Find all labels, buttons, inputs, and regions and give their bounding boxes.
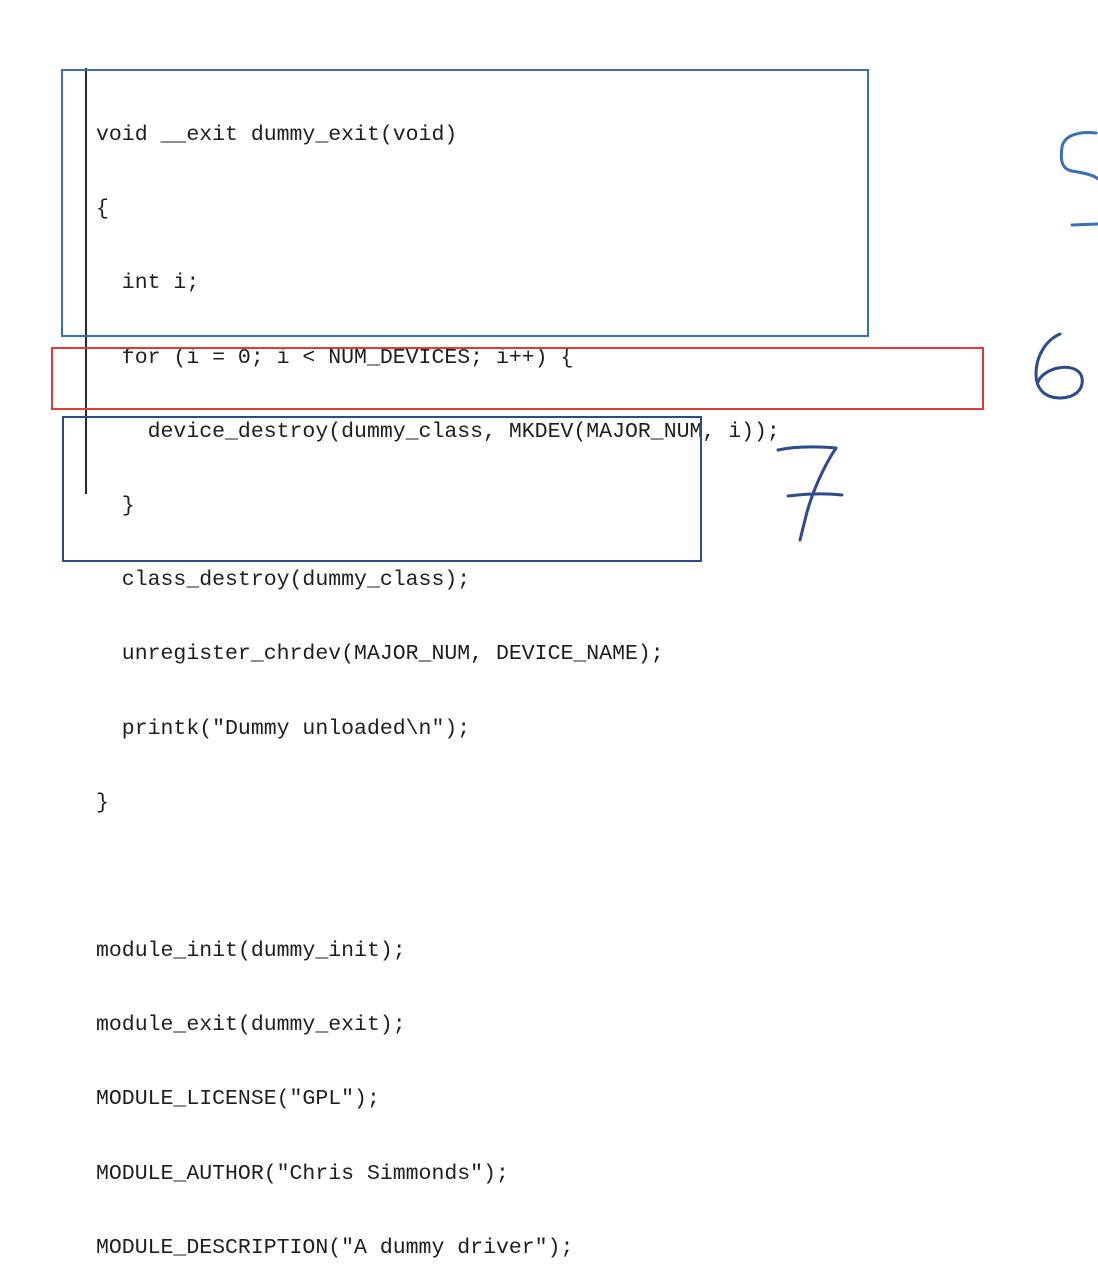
section-6-highlight-box [51,347,984,410]
code-line: printk("Dummy unloaded\n"); [96,716,471,741]
code-left-margin-line [85,68,87,494]
code-line: MODULE_LICENSE("GPL"); [96,1087,380,1112]
code-line: } [96,790,109,815]
code-line: MODULE_DESCRIPTION("A dummy driver"); [96,1235,574,1260]
section-7-highlight-box [62,416,702,562]
code-line: device_destroy(dummy_class, MKDEV(MAJOR_… [96,419,780,444]
code-line: for (i = 0; i < NUM_DEVICES; i++) { [96,345,574,370]
handwritten-number-5 [1059,131,1098,227]
code-line: } [96,493,135,518]
code-line-blank [96,864,780,890]
code-line: module_exit(dummy_exit); [96,1013,406,1038]
code-line: MODULE_AUTHOR("Chris Simmonds"); [96,1161,509,1186]
code-line: int i; [96,271,200,296]
handwritten-number-7 [776,445,844,542]
code-line: module_init(dummy_init); [96,939,406,964]
code-line: void __exit dummy_exit(void) [96,123,458,147]
handwritten-number-6 [1034,332,1084,400]
code-line: unregister_chrdev(MAJOR_NUM, DEVICE_NAME… [96,642,664,667]
code-line: { [96,197,109,222]
code-line: class_destroy(dummy_class); [96,568,471,593]
section-5-highlight-box [61,69,869,337]
